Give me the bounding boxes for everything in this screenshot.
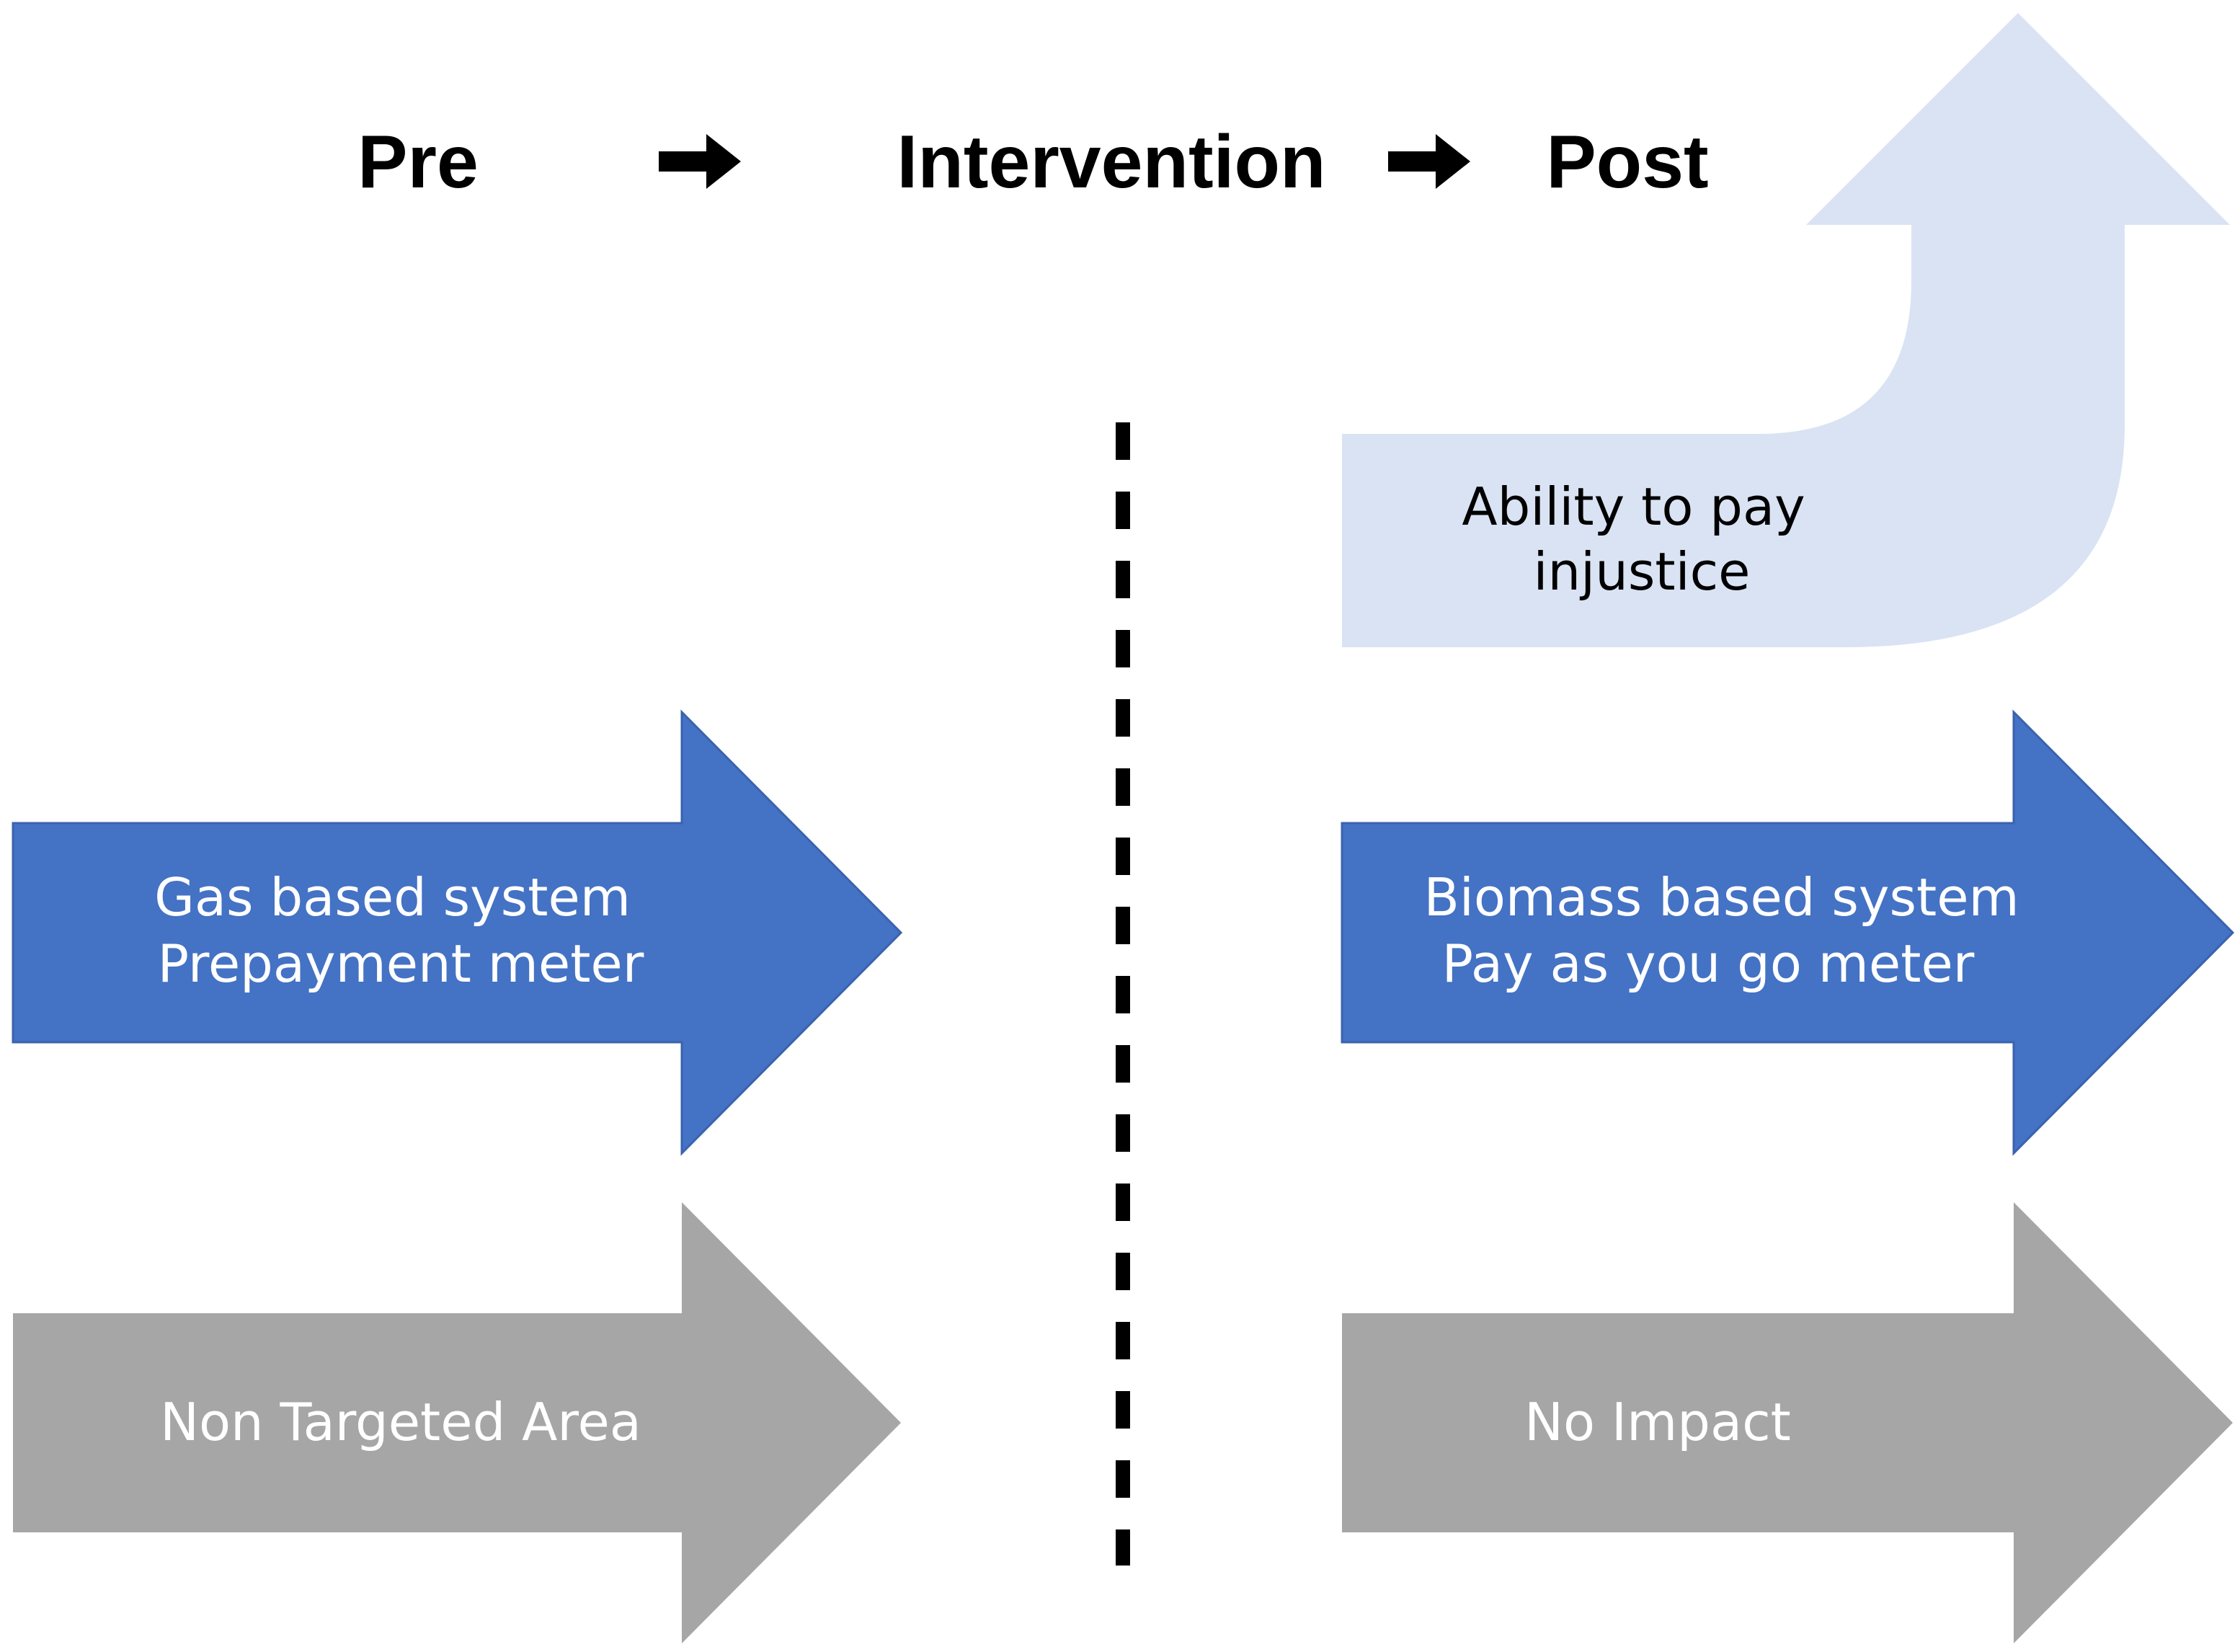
phase-label-intervention: Intervention [897, 120, 1325, 204]
phase-label-post: Post [1546, 120, 1708, 204]
pre-targeted-label: Gas based system Prepayment meter [154, 867, 647, 994]
phase-label-pre: Pre [357, 120, 479, 204]
pre-targeted-arrow: Gas based system Prepayment meter [12, 709, 903, 1156]
post-targeted-label: Biomass based system Pay as you go meter [1423, 867, 2035, 994]
post-non-targeted-arrow: No Impact [1342, 1202, 2233, 1643]
outcome-label-line2: injustice [1534, 541, 1751, 602]
pre-non-targeted-label: Non Targeted Area [160, 1392, 641, 1452]
post-non-targeted-label: No Impact [1524, 1392, 1791, 1452]
pre-non-targeted-arrow: Non Targeted Area [13, 1202, 901, 1643]
pre-targeted-label-line1: Gas based system [154, 867, 631, 928]
pre-targeted-label-line2: Prepayment meter [158, 933, 644, 994]
post-targeted-arrow: Biomass based system Pay as you go meter [1341, 709, 2235, 1156]
curved-up-arrow-shape [1342, 13, 2230, 647]
right-arrow-shape [1341, 709, 2235, 1156]
outcome-curved-arrow: Ability to pay injustice [1342, 13, 2230, 647]
right-arrow-icon [659, 134, 741, 189]
right-arrow-icon [1388, 134, 1470, 189]
post-targeted-label-line1: Biomass based system [1423, 867, 2019, 928]
right-arrow-shape [1342, 1202, 2233, 1643]
right-arrow-shape [12, 709, 903, 1156]
right-arrow-shape [13, 1202, 901, 1643]
phase-header: Pre Intervention Post [357, 120, 1709, 204]
post-targeted-label-line2: Pay as you go meter [1442, 933, 1975, 994]
outcome-label: Ability to pay injustice [1462, 476, 1821, 602]
outcome-label-line1: Ability to pay [1462, 476, 1805, 537]
